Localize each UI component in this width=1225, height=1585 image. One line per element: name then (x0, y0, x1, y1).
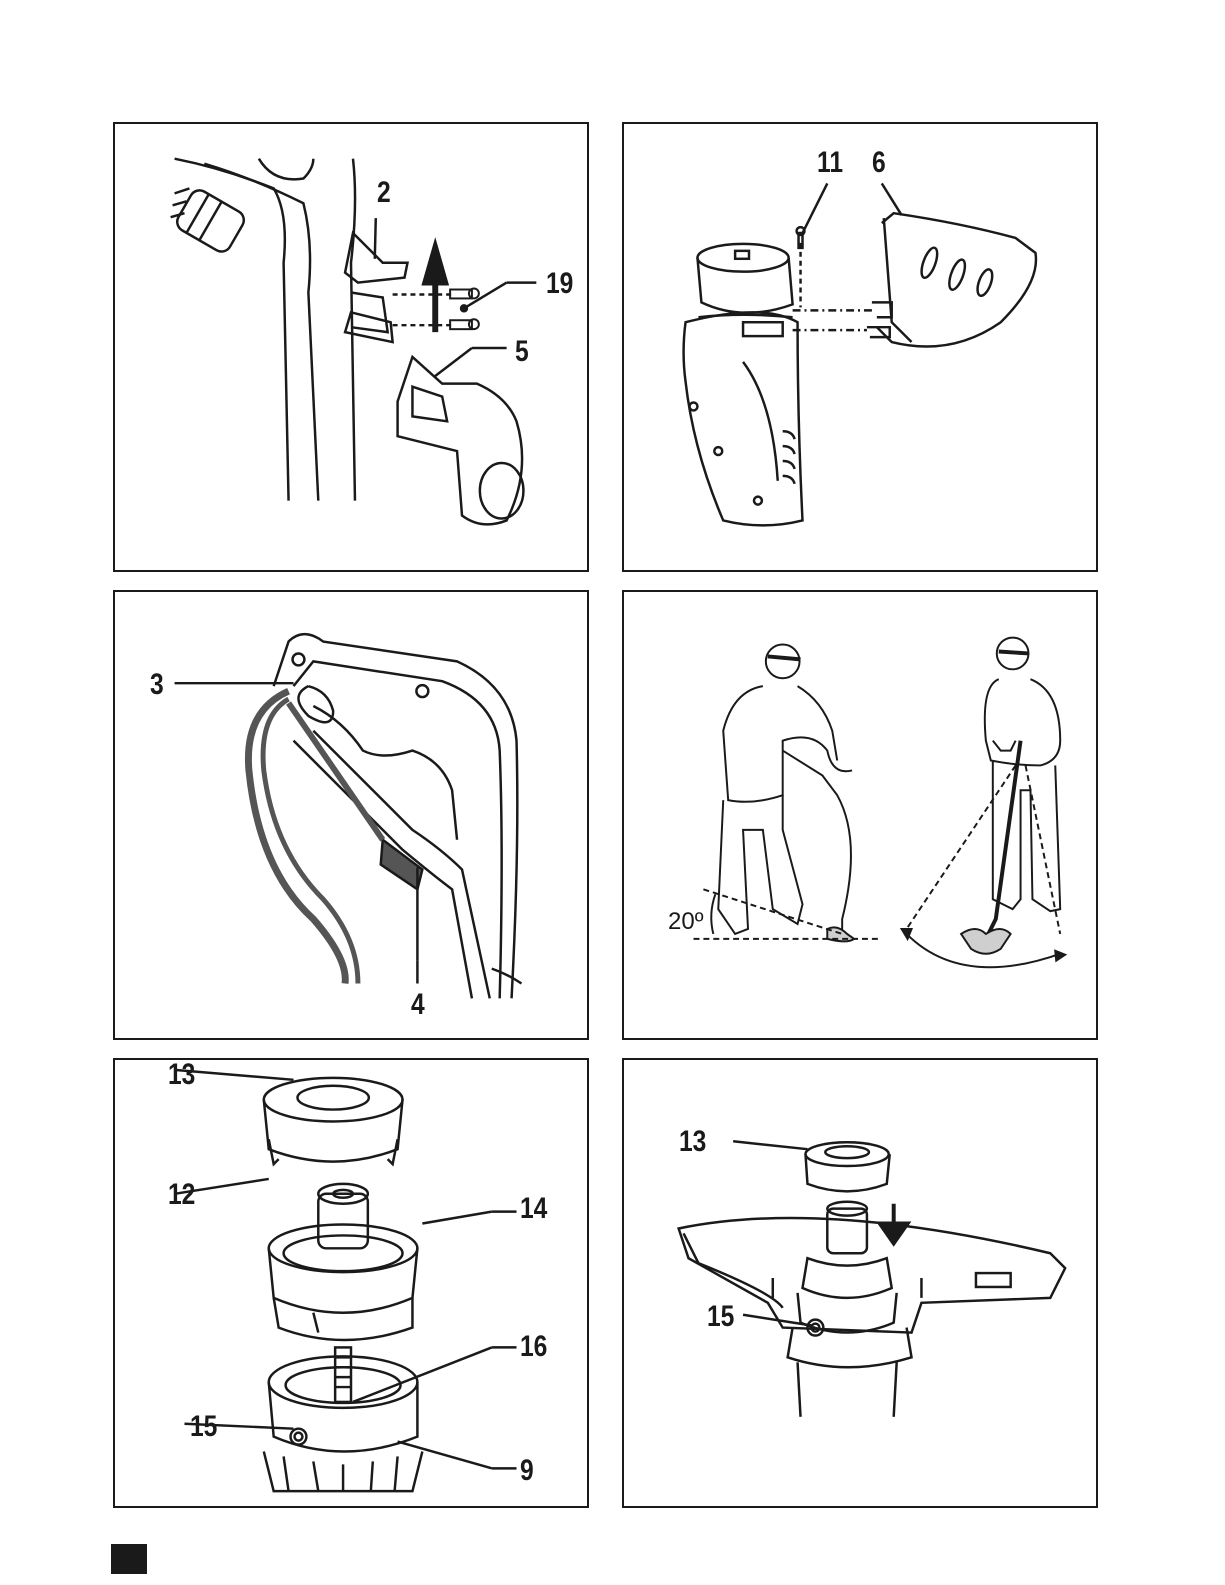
figure-panel-2: 11 6 (622, 122, 1098, 572)
arrow-down-icon (880, 1204, 908, 1244)
callout-label: 5 (515, 337, 529, 367)
figure-panel-5: 13 12 14 16 15 9 (113, 1058, 589, 1508)
callout-label: 14 (520, 1194, 547, 1224)
callout-label: 13 (168, 1060, 195, 1090)
spool-exploded-illustration (115, 1060, 587, 1506)
figure-panel-3: 3 4 (113, 590, 589, 1040)
cable-restraint-illustration (115, 592, 587, 1038)
guard-mounting-illustration (624, 124, 1096, 570)
callout-label: 3 (150, 670, 164, 700)
angle-label: 20º (668, 908, 703, 936)
callout-label: 19 (546, 269, 573, 299)
callout-label: 16 (520, 1332, 547, 1362)
callout-label: 15 (707, 1302, 734, 1332)
callout-label: 2 (377, 178, 391, 208)
callout-label: 15 (190, 1412, 217, 1442)
callout-label: 12 (168, 1180, 195, 1210)
arrow-up-icon (425, 248, 445, 332)
figure-panel-6: 13 15 (622, 1058, 1098, 1508)
figure-panel-1: 2 19 5 (113, 122, 589, 572)
figure-panel-4: 20º (622, 590, 1098, 1040)
callout-label: 9 (520, 1456, 534, 1486)
callout-label: 13 (679, 1127, 706, 1157)
page-marker-square (111, 1544, 147, 1574)
operating-position-illustration (624, 592, 1096, 1038)
callout-label: 11 (817, 148, 843, 178)
callout-label: 6 (872, 148, 886, 178)
callout-label: 4 (411, 990, 425, 1020)
